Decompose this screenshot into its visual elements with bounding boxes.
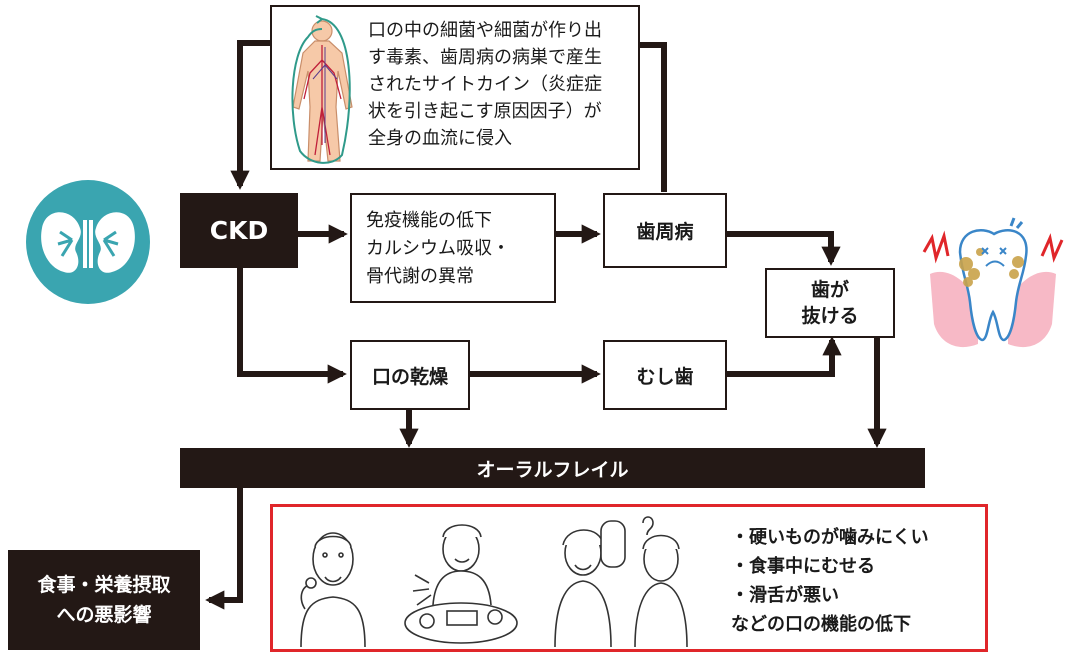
cavity-node: むし歯 bbox=[603, 340, 727, 410]
bloodstream-invasion-text: 口の中の細菌や細菌が作り出 す毒素、歯周病の病巣で産生 されたサイトカイン（炎症… bbox=[368, 20, 602, 149]
speech-difficulty-illustration bbox=[554, 516, 688, 647]
arrow-cavity-to-toothloss bbox=[727, 336, 842, 377]
elderly-man-chewing-illustration bbox=[300, 532, 366, 647]
decayed-tooth-illustration bbox=[922, 217, 1064, 348]
arrow-periodontal-to-toothloss bbox=[727, 231, 841, 266]
kidney-icon bbox=[26, 180, 150, 304]
oral-frailty-bar: オーラルフレイル bbox=[180, 448, 925, 488]
arrow-ckd-to-drymouth bbox=[237, 268, 347, 384]
symptom-conclusion: などの口の機能の低下 bbox=[731, 614, 911, 635]
symptom-choking: ・食事中にむせる bbox=[731, 556, 875, 577]
human-body-circulation-illustration bbox=[291, 15, 353, 164]
arrow-frailty-to-nutrition bbox=[205, 486, 243, 610]
dry-mouth-node: 口の乾燥 bbox=[350, 340, 470, 410]
immune-calcium-box: 免疫機能の低下 カルシウム吸収・ 骨代謝の異常 bbox=[350, 193, 556, 303]
immune-calcium-text: 免疫機能の低下 カルシウム吸収・ 骨代謝の異常 bbox=[366, 210, 510, 287]
symptom-poor-articulation: ・滑舌が悪い bbox=[731, 585, 839, 606]
ckd-node: CKD bbox=[180, 193, 298, 268]
symptom-hard-to-chew: ・硬いものが噛みにくい bbox=[731, 527, 929, 548]
nutrition-impact-node: 食事・栄養摂取 への悪影響 bbox=[8, 550, 200, 650]
oral-function-decline-box: ・硬いものが噛みにくい ・食事中にむせる ・滑舌が悪い などの口の機能の低下 bbox=[270, 504, 988, 652]
choking-while-eating-illustration bbox=[404, 524, 518, 644]
symptom-list: ・硬いものが噛みにくい ・食事中にむせる ・滑舌が悪い などの口の機能の低下 bbox=[731, 523, 929, 639]
tooth-loss-node: 歯が 抜ける bbox=[765, 268, 895, 338]
line-periodontal-to-infection bbox=[640, 42, 667, 192]
bloodstream-box: 口の中の細菌や細菌が作り出 す毒素、歯周病の病巣で産生 されたサイトカイン（炎症… bbox=[270, 5, 640, 170]
arrow-infection-to-ckd bbox=[230, 40, 270, 190]
periodontal-disease-node: 歯周病 bbox=[603, 193, 727, 268]
